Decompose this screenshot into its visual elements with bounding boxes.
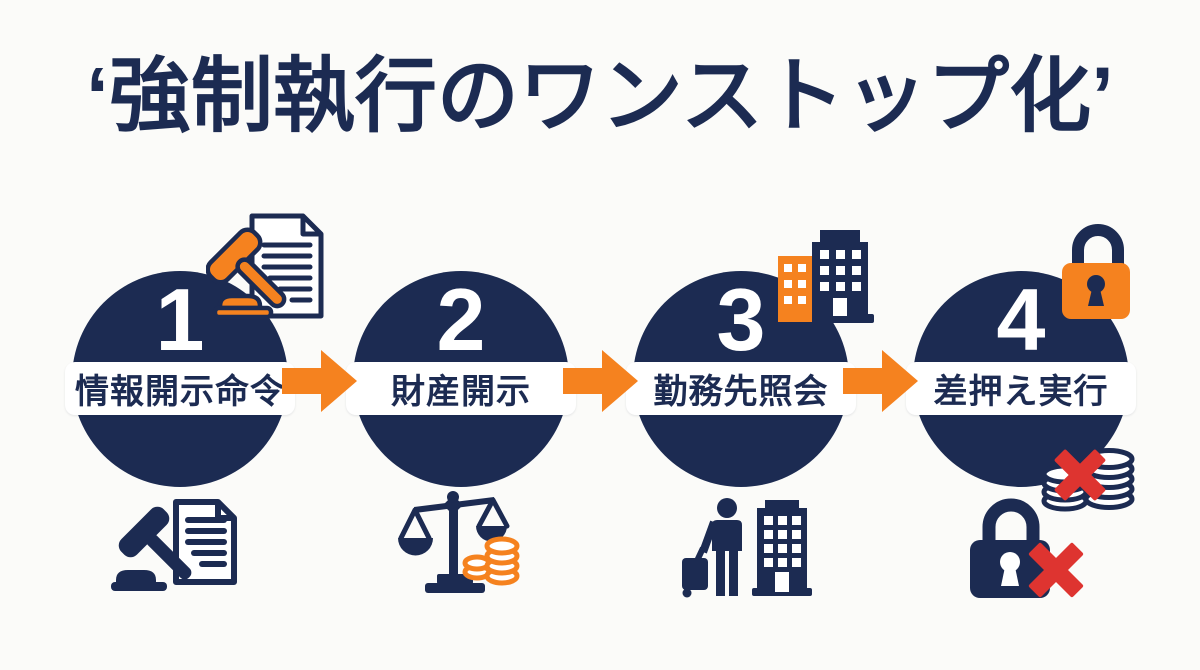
coins-crossed-out-icon [1041,448,1135,512]
worker-with-luggage-building-icon [682,498,812,598]
gavel-document-navy-icon [111,499,237,591]
step-label-band: 財産開示 [346,362,576,415]
padlock-navy-crossed-icon [970,498,1084,598]
page-title: ‘強制執行のワンストップ化’ [86,51,1114,142]
step-label: 差押え実行 [933,373,1109,411]
gavel-document-orange-icon [206,213,324,320]
step-label: 財産開示 [391,373,531,411]
step-number: 2 [436,270,486,369]
flow-arrow [282,350,357,412]
flow-arrow [843,350,918,412]
padlock-orange-icon [1062,224,1130,319]
office-buildings-icon [778,230,874,323]
step-number: 3 [716,270,766,369]
step-label-band: 勤務先照会 [626,362,856,415]
step-label-band: 差押え実行 [906,362,1136,415]
step-label: 勤務先照会 [653,373,829,411]
step-label-band: 情報開示命令 [65,362,295,415]
step-label: 情報開示命令 [75,373,285,411]
step-number: 1 [155,270,205,369]
step-number: 4 [996,270,1046,369]
flow-arrow [563,350,638,412]
scales-of-justice-coins-icon [398,491,520,593]
